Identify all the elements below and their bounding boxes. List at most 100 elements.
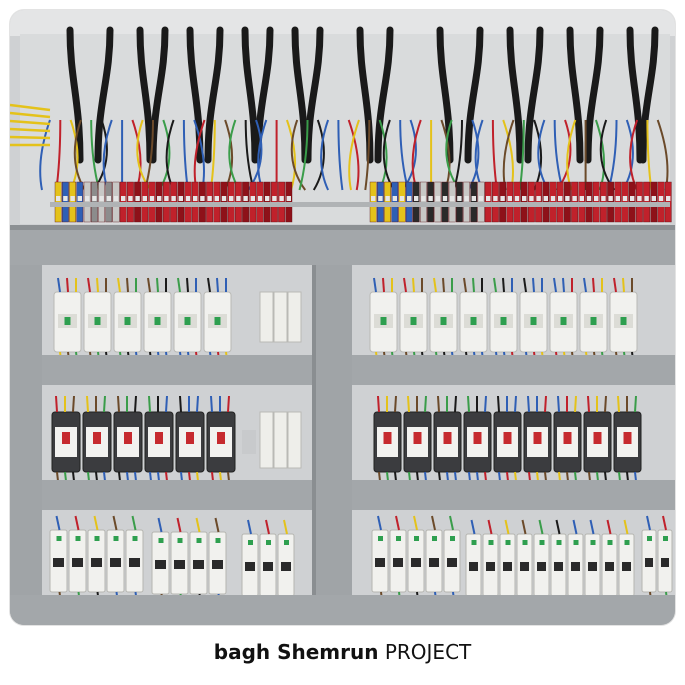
wire [186, 277, 189, 293]
breaker-toggle [174, 560, 185, 569]
wire [544, 395, 547, 413]
terminal-screw [615, 196, 620, 201]
breaker-toggle [193, 560, 204, 569]
relay-module [259, 411, 274, 469]
terminal-screw [121, 196, 126, 201]
cable [566, 26, 584, 164]
wire [165, 395, 168, 413]
wire [39, 119, 51, 191]
wire [283, 519, 288, 535]
wire [454, 395, 457, 413]
wire [207, 277, 211, 293]
breaker-button [124, 432, 132, 444]
terminal-screw [200, 196, 205, 201]
photo-frame [10, 10, 675, 625]
wire [662, 515, 667, 531]
breaker-indicator [522, 540, 528, 545]
wire [572, 519, 578, 535]
terminal-screw [601, 196, 606, 201]
breaker-toggle [605, 562, 614, 571]
wire [96, 277, 99, 293]
wire [431, 515, 436, 531]
wire [493, 277, 497, 293]
terminal-screw [171, 196, 176, 201]
terminal-screw [407, 196, 412, 201]
wire [216, 277, 219, 293]
wire [10, 119, 51, 126]
breaker-toggle [469, 562, 478, 571]
wire [298, 119, 309, 191]
terminal-screw [579, 196, 584, 201]
breaker-toggle [375, 558, 385, 567]
terminal-screw [514, 196, 520, 201]
contactor-indicator [214, 317, 221, 325]
cable [506, 26, 524, 164]
terminal-screw [594, 196, 599, 201]
terminal-screw [608, 196, 613, 201]
contactor-indicator [64, 317, 71, 325]
breaker-toggle [53, 558, 64, 567]
wire [592, 277, 595, 293]
wire [424, 395, 427, 413]
breaker-indicator [132, 536, 138, 541]
wire [484, 395, 487, 413]
breaker-toggle [588, 562, 597, 571]
terminal-screw [149, 196, 155, 201]
terminal-screw [450, 196, 455, 201]
terminal-screw [637, 196, 642, 201]
wire [195, 517, 201, 533]
breaker-indicator [94, 536, 100, 541]
wire [347, 119, 360, 191]
terminal-screw [178, 196, 183, 201]
terminal-screw [651, 196, 656, 201]
terminal-screw [214, 196, 219, 201]
breaker-button [563, 432, 572, 444]
terminal-screw [113, 196, 119, 201]
wire [407, 395, 410, 413]
wire [437, 395, 440, 413]
terminal-screw [457, 196, 462, 201]
wire [57, 277, 61, 293]
wire [337, 119, 344, 191]
terminal-screw [229, 196, 234, 201]
breaker-toggle [245, 562, 255, 571]
wire [103, 395, 106, 413]
terminal-screw [565, 196, 570, 201]
wire [527, 395, 530, 413]
wire [55, 515, 61, 531]
breaker-toggle [110, 558, 121, 567]
breaker-button [443, 432, 452, 444]
wire [589, 519, 595, 535]
caption-project-label: PROJECT [384, 640, 472, 664]
terminal-screw [414, 196, 419, 201]
terminal-screw [236, 196, 241, 201]
wire [112, 515, 118, 531]
wire [148, 395, 151, 413]
breaker-toggle [281, 562, 291, 571]
wire [87, 277, 91, 293]
wire [604, 395, 607, 413]
terminal-screw [207, 196, 212, 201]
wire [497, 395, 500, 413]
terminal-screw [464, 196, 469, 201]
contactor-indicator [440, 317, 447, 325]
photo-caption: bagh Shemrun PROJECT [0, 634, 685, 670]
breaker-toggle [155, 560, 166, 569]
breaker-indicator [539, 540, 545, 545]
control-panel-photo [10, 10, 675, 625]
relay-module [273, 411, 288, 469]
cable [94, 26, 114, 164]
breaker-indicator [75, 536, 81, 541]
breaker-indicator [471, 540, 477, 545]
cable [136, 26, 154, 164]
terminal-screw [500, 196, 505, 201]
wire [562, 277, 565, 293]
cable [304, 26, 324, 164]
cable [524, 26, 544, 164]
terminal-screw [428, 196, 433, 201]
terminal-screw [85, 196, 90, 201]
wire [403, 277, 407, 293]
wire [617, 395, 620, 413]
terminal-screw [157, 196, 162, 201]
terminal-screw [250, 196, 255, 201]
